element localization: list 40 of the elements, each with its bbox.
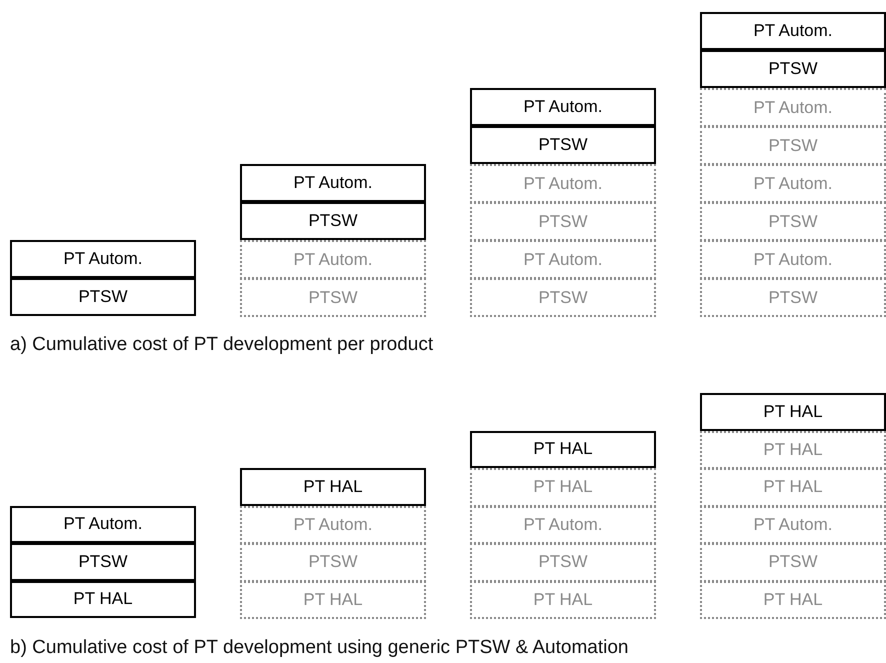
prior-cost-block: PTSW — [700, 202, 886, 241]
prior-cost-block: PT HAL — [700, 430, 886, 469]
cost-block: PT Autom. — [10, 506, 196, 543]
prior-cost-block: PTSW — [700, 278, 886, 317]
cost-block: PT Autom. — [700, 12, 886, 50]
cost-block: PTSW — [470, 126, 656, 164]
prior-cost-block: PT HAL — [700, 468, 886, 506]
cost-block: PT HAL — [700, 393, 886, 430]
prior-cost-block: PT Autom. — [240, 240, 426, 279]
prior-cost-block: PT HAL — [240, 580, 426, 619]
caption: a) Cumulative cost of PT development per product — [10, 334, 434, 356]
cost-block: PT HAL — [470, 430, 656, 468]
cost-block: PTSW — [10, 278, 196, 316]
prior-cost-block: PT Autom. — [470, 164, 656, 203]
cost-block: PT HAL — [240, 468, 426, 506]
prior-cost-block: PTSW — [700, 543, 886, 582]
prior-cost-block: PT Autom. — [240, 506, 426, 544]
cost-block: PT Autom. — [470, 88, 656, 126]
prior-cost-block: PTSW — [240, 278, 426, 317]
cost-block: PT HAL — [10, 580, 196, 618]
prior-cost-block: PTSW — [240, 543, 426, 582]
prior-cost-block: PT Autom. — [470, 240, 656, 279]
cost-block: PT Autom. — [240, 164, 426, 202]
prior-cost-block: PTSW — [470, 202, 656, 241]
prior-cost-block: PT Autom. — [470, 506, 656, 544]
prior-cost-block: PTSW — [470, 543, 656, 582]
cost-block: PTSW — [240, 202, 426, 240]
prior-cost-block: PT Autom. — [700, 240, 886, 279]
prior-cost-block: PTSW — [470, 278, 656, 317]
cost-block: PTSW — [700, 50, 886, 88]
prior-cost-block: PT Autom. — [700, 164, 886, 203]
prior-cost-block: PT Autom. — [700, 88, 886, 127]
caption: b) Cumulative cost of PT development using generic PTSW & Automation — [10, 637, 629, 659]
cost-block: PT Autom. — [10, 240, 196, 278]
prior-cost-block: PT HAL — [700, 580, 886, 619]
prior-cost-block: PT HAL — [470, 468, 656, 506]
prior-cost-block: PT Autom. — [700, 506, 886, 544]
cost-block: PTSW — [10, 543, 196, 580]
prior-cost-block: PTSW — [700, 126, 886, 165]
prior-cost-block: PT HAL — [470, 580, 656, 619]
